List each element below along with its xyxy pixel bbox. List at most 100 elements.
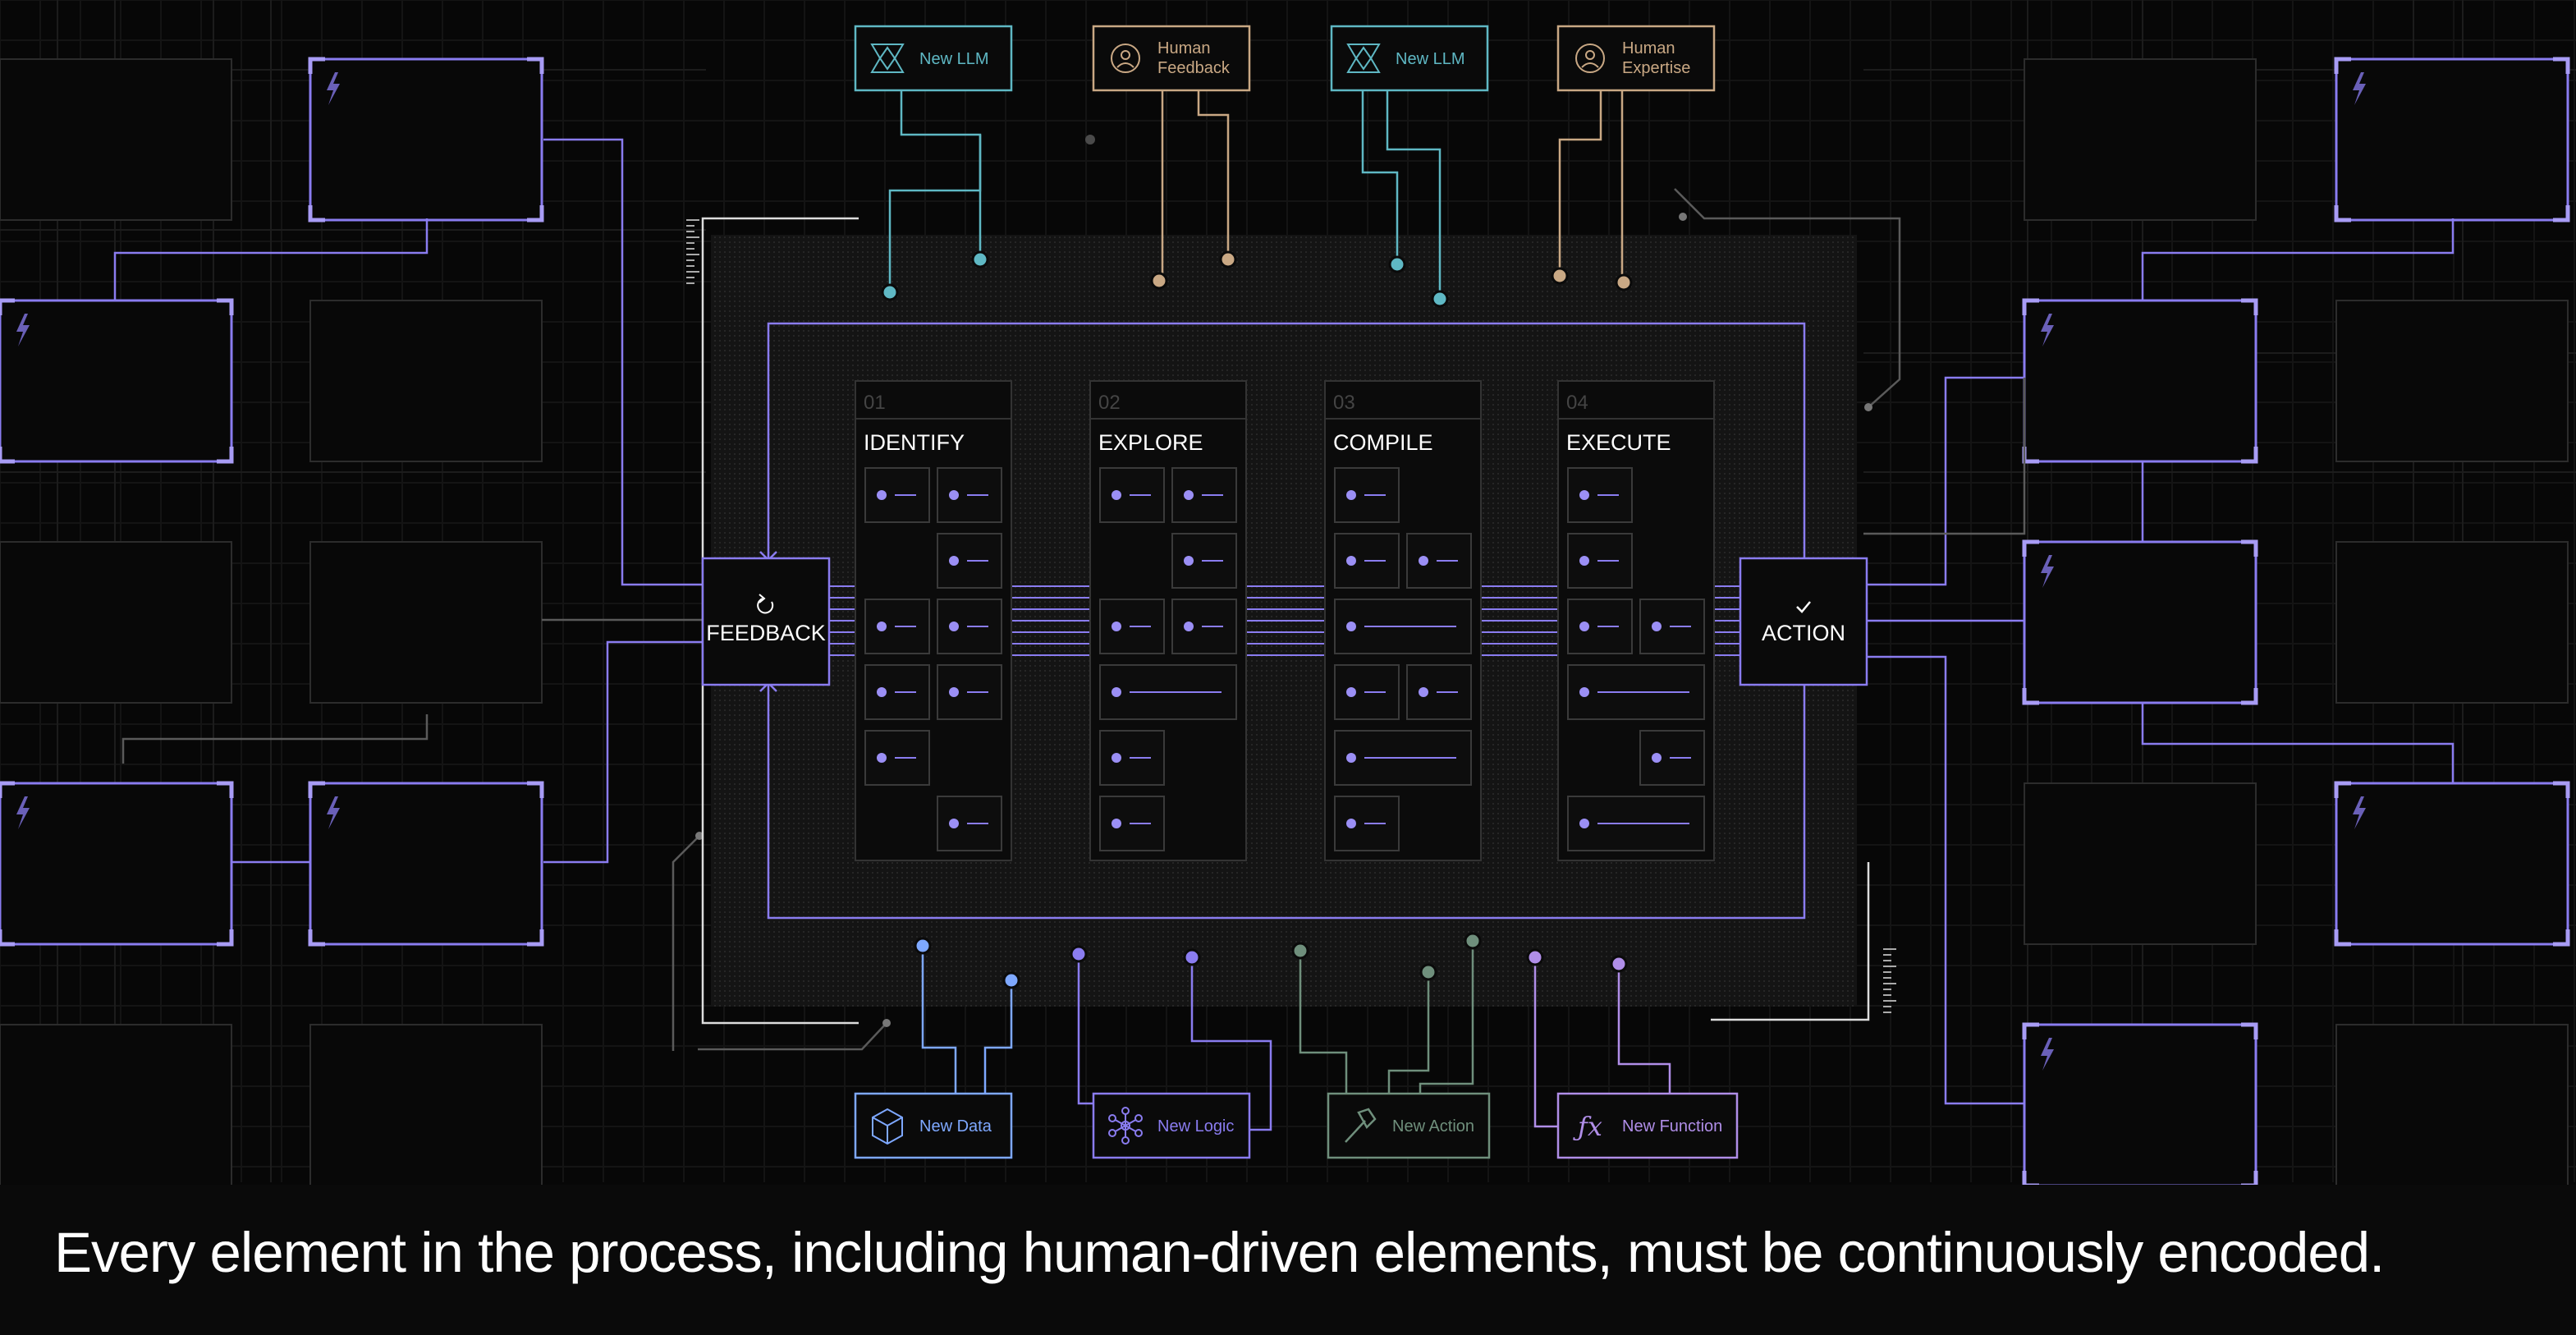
bolt-icon [327, 796, 340, 829]
junction-dot [1679, 213, 1687, 221]
input-wire [1190, 957, 1272, 1131]
task-card [864, 664, 930, 720]
task-dot [1112, 753, 1121, 763]
module-panel [309, 57, 543, 222]
stage-name: IDENTIFY [864, 430, 965, 455]
wire-dim [121, 714, 429, 764]
task-dot [1346, 622, 1356, 631]
panel-corner [527, 205, 544, 222]
input-dot [1150, 272, 1168, 290]
task-card [1334, 533, 1400, 589]
input-dot [1526, 948, 1544, 966]
task-dot [949, 556, 959, 566]
module-panel [2335, 782, 2569, 946]
task-dot [949, 819, 959, 828]
task-dot [1419, 556, 1428, 566]
person-icon [1111, 44, 1140, 73]
panel-corner [2022, 688, 2039, 705]
input-dot [1219, 250, 1237, 268]
input-node [854, 1092, 1013, 1159]
panel-corner [308, 781, 325, 798]
caption-band [0, 1185, 2576, 1335]
task-dot [877, 753, 887, 763]
input-dot [1419, 963, 1437, 981]
input-dot [914, 937, 932, 955]
network-icon-node [1121, 1107, 1130, 1115]
module-panel [0, 782, 233, 946]
wire [543, 138, 703, 586]
feedback-box [701, 557, 831, 686]
panel-corner [217, 447, 234, 464]
panel-corner [2334, 205, 2351, 222]
panel-corner [2553, 929, 2570, 947]
panel-corner [2022, 539, 2039, 557]
module-panel [2335, 300, 2569, 462]
panel-corner [217, 781, 234, 798]
task-dot [877, 687, 887, 697]
task-card [937, 599, 1002, 654]
panel-corner [527, 929, 544, 947]
panel-corner [527, 57, 544, 74]
module-panel [2335, 1024, 2569, 1186]
panel-corner [2022, 1022, 2039, 1039]
panel-corner [0, 447, 15, 464]
input-label: New Data [919, 1117, 992, 1135]
stage-number: 04 [1566, 392, 1588, 414]
panel-corner [217, 929, 234, 947]
person-icon-body [1581, 62, 1599, 68]
action-label: ACTION [1762, 621, 1845, 645]
stage-number: 02 [1098, 392, 1121, 414]
input-wire [1361, 90, 1399, 264]
wire-dim [1674, 188, 1901, 408]
function-icon: ƒx [1573, 1111, 1602, 1142]
stage-number: 01 [864, 392, 886, 414]
panel-corner [2241, 688, 2258, 705]
wire [1865, 376, 2024, 586]
hammer-icon [1345, 1108, 1377, 1143]
bolt-icon [2041, 1038, 2054, 1071]
panel-corner [217, 298, 234, 315]
bolt-icon [2353, 72, 2366, 105]
input-dot [1388, 255, 1406, 273]
wire [1865, 655, 2024, 1105]
bolt-icon [16, 796, 30, 829]
input-dot [1291, 942, 1309, 960]
module-panel [309, 300, 543, 462]
input-label: New Function [1622, 1117, 1722, 1135]
module-panel [309, 1024, 543, 1186]
input-wire [1617, 964, 1671, 1094]
input-wire [1197, 90, 1230, 259]
bolt-icon [2041, 555, 2054, 588]
input-node [1556, 25, 1716, 92]
wire-dim [672, 835, 700, 1051]
panel-corner [308, 205, 325, 222]
module-panel [0, 1024, 232, 1186]
input-wire [1299, 951, 1348, 1094]
input-dot [881, 283, 899, 301]
module-panel [0, 58, 232, 221]
stage-name: EXPLORE [1098, 430, 1203, 455]
input-node [1092, 25, 1251, 92]
module-panel [309, 782, 543, 946]
check-icon [1796, 601, 1811, 613]
task-dot [1579, 622, 1589, 631]
stage-name: COMPILE [1333, 430, 1433, 455]
llm-icon-inner [1354, 46, 1373, 71]
refresh-icon [757, 598, 774, 614]
wire-dim [698, 1022, 887, 1051]
input-wire [1558, 90, 1602, 276]
junction-dot [1085, 135, 1095, 145]
input-wire [1077, 954, 1093, 1105]
module-panel [2335, 541, 2569, 704]
bolt-icon [327, 72, 340, 105]
wire [2141, 218, 2455, 300]
module-panel [2023, 299, 2257, 463]
action-box [1739, 557, 1868, 686]
input-label: Human [1157, 39, 1210, 57]
input-wire [1387, 972, 1430, 1094]
input-label: New LLM [1396, 50, 1464, 68]
task-dot [1579, 490, 1589, 500]
